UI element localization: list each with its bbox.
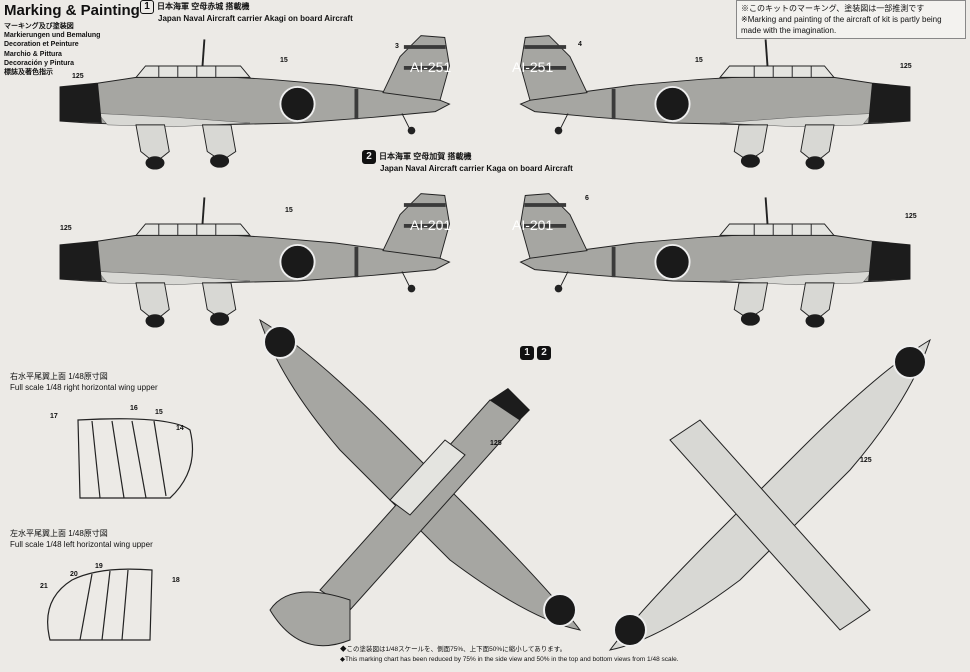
scheme-2-badge: 2	[362, 150, 376, 164]
scheme-1-badge: 1	[140, 0, 154, 14]
scheme-1-jp: 日本海軍 空母赤城 搭載機	[157, 2, 250, 12]
right-tail-caption-jp: 右水平尾翼上面 1/48原寸図	[10, 372, 108, 381]
right-tail-outline	[77, 418, 194, 499]
callout-akagi-4: 4	[578, 41, 582, 48]
callout-akagi-125: 125	[72, 73, 84, 80]
top-view	[259, 319, 581, 647]
callout-tail-19: 19	[95, 563, 103, 570]
right-tail-caption-en: Full scale 1/48 right horizontal wing up…	[10, 383, 158, 392]
subtitle-jp: マーキング及び塗装図	[4, 23, 74, 30]
scheme-1-en: Japan Naval Aircraft carrier Akagi on bo…	[158, 14, 353, 23]
callout-tail-18: 18	[172, 577, 180, 584]
kaga-right-profile	[519, 192, 911, 329]
plan-badge-2: 2	[537, 345, 551, 360]
callout-bottom-125: 125	[860, 457, 872, 464]
subtitle-it: Marchio & Pittura	[4, 50, 62, 58]
footer-en: ◆This marking chart has been reduced by …	[340, 656, 679, 663]
page-title: Marking & Painting	[4, 2, 140, 19]
subtitle-cn: 標誌及著色指示	[4, 69, 53, 77]
akagi-right-profile	[519, 34, 911, 171]
kaga-left-code: AI-201	[410, 217, 451, 233]
subtitle-es: Decoración y Pintura	[4, 59, 75, 67]
note-en: ※Marking and painting of the aircraft of…	[741, 15, 942, 35]
multilingual-subtitles: マーキング及び塗装図 Markierungen und Bemalung Dec…	[4, 22, 100, 77]
callout-tail-21: 21	[40, 583, 48, 590]
callout-akagi-r125: 125	[900, 63, 912, 70]
kaga-left-profile	[59, 192, 451, 329]
callout-top-125: 125	[490, 440, 502, 447]
plan-badge-1: 1	[520, 345, 534, 360]
callout-tail-15: 15	[155, 409, 163, 416]
callout-kaga-r125: 125	[905, 213, 917, 220]
right-tail-caption: 右水平尾翼上面 1/48原寸図 Full scale 1/48 right ho…	[10, 371, 158, 393]
callout-kaga-15: 15	[285, 207, 293, 214]
left-tail-caption-jp: 左水平尾翼上面 1/48原寸図	[10, 529, 108, 538]
left-tail-outline	[47, 568, 153, 641]
subtitle-fr: Decoration et Peinture	[4, 41, 79, 49]
scheme-2-en: Japan Naval Aircraft carrier Kaga on boa…	[380, 164, 573, 173]
scheme-2-jp: 日本海軍 空母加賀 搭載機	[379, 152, 472, 162]
callout-kaga-125: 125	[60, 225, 72, 232]
footer-jp: ◆この塗装図は1/48スケールを、側面75%、上下面50%に縮小してあります。	[340, 646, 567, 653]
note-jp: ※このキットのマーキング、塗装図は一部推測です	[741, 4, 925, 13]
callout-akagi-3: 3	[395, 43, 399, 50]
left-tail-caption: 左水平尾翼上面 1/48原寸図 Full scale 1/48 left hor…	[10, 528, 153, 550]
left-tail-caption-en: Full scale 1/48 left horizontal wing upp…	[10, 540, 153, 549]
subtitle-de: Markierungen und Bemalung	[4, 32, 101, 40]
callout-tail-14: 14	[176, 425, 184, 432]
callout-tail-16: 16	[130, 405, 138, 412]
akagi-left-code: AI-251	[410, 59, 451, 75]
akagi-right-code: AI-251	[512, 59, 553, 75]
callout-kaga-6: 6	[585, 195, 589, 202]
imagination-note: ※このキットのマーキング、塗装図は一部推測です ※Marking and pai…	[736, 0, 966, 39]
callout-akagi-r15: 15	[695, 57, 703, 64]
kaga-right-code: AI-201	[512, 217, 553, 233]
callout-tail-20: 20	[70, 571, 78, 578]
bottom-view	[608, 338, 931, 651]
callout-tail-17: 17	[50, 413, 58, 420]
akagi-left-profile	[59, 34, 451, 171]
reduction-footer: ◆この塗装図は1/48スケールを、側面75%、上下面50%に縮小してあります。 …	[340, 645, 679, 665]
callout-akagi-15: 15	[280, 57, 288, 64]
